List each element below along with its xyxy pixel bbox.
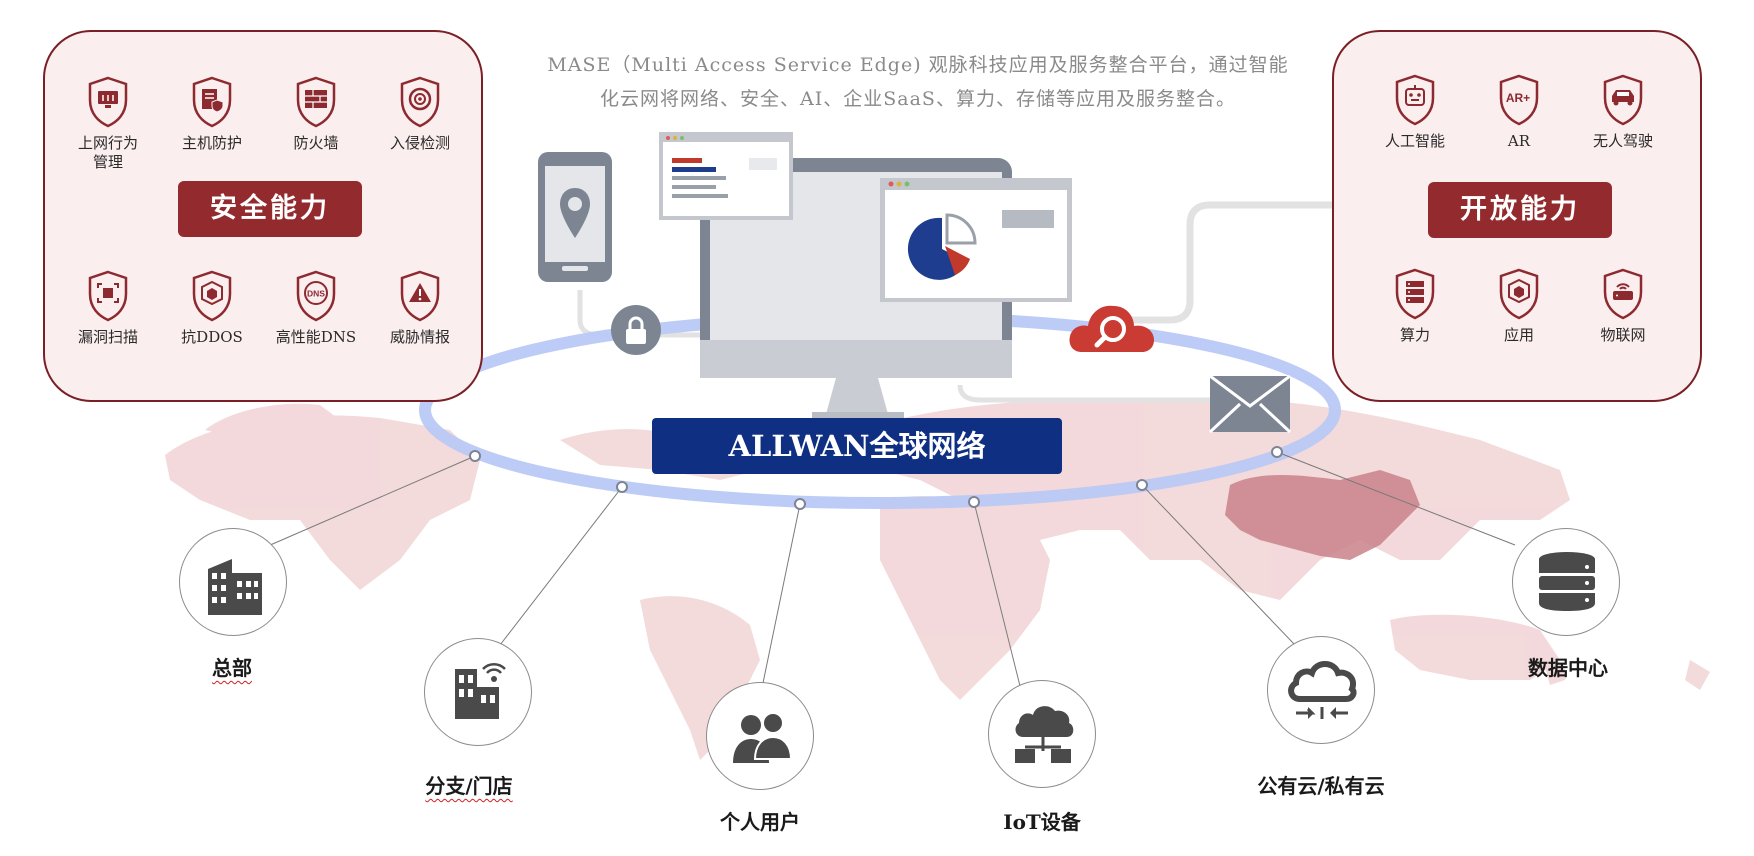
- car-shield-icon: [1603, 74, 1643, 126]
- feature-label: 上网行为 管理: [77, 134, 138, 171]
- feature-label: 无人驾驶: [1592, 132, 1653, 150]
- feature-label: 入侵检测: [389, 134, 450, 152]
- china-region: [1225, 470, 1420, 560]
- node-label: 公有云/私有云: [1257, 774, 1385, 798]
- map-pin-icon: [558, 186, 592, 246]
- node-headquarters[interactable]: [179, 528, 287, 636]
- cube-shield-icon: [192, 270, 232, 322]
- robot-shield-icon: [1395, 74, 1435, 126]
- iot-cloud-icon: [1015, 706, 1074, 763]
- ring-connector-dots: [469, 446, 1283, 510]
- node-label: 分支/门店: [425, 774, 513, 798]
- monitor-shield-icon: [88, 76, 128, 128]
- node-branch-store[interactable]: [424, 638, 532, 746]
- node-data-center[interactable]: [1512, 528, 1620, 636]
- building-icon: [208, 559, 262, 615]
- feature-anti-ddos: 抗DDOS: [160, 270, 264, 347]
- feature-label: AR: [1507, 132, 1531, 150]
- feature-label: 应用: [1503, 326, 1534, 344]
- database-icon: [1539, 552, 1595, 611]
- feature-computing-power: 算力: [1363, 268, 1467, 345]
- platform-description: MASE（Multi Access Service Edge) 观脉科技应用及服…: [528, 48, 1308, 116]
- cloud-search-icon: [1068, 290, 1158, 360]
- feature-high-performance-dns: DNS 高性能DNS: [264, 270, 368, 347]
- app-cube-shield-icon: [1499, 268, 1539, 320]
- open-capability-button[interactable]: 开放能力: [1428, 182, 1612, 238]
- lock-icon: [610, 304, 662, 360]
- firewall-shield-icon: [296, 76, 336, 128]
- feature-ar: AR+ AR: [1467, 74, 1571, 151]
- users-icon: [733, 712, 793, 763]
- feature-label: 防火墙: [293, 134, 339, 152]
- node-iot-devices[interactable]: [988, 680, 1096, 788]
- feature-label: 抗DDOS: [181, 328, 243, 346]
- scan-shield-icon: [88, 270, 128, 322]
- feature-host-protection: 主机防护: [160, 76, 264, 153]
- allwan-network-banner: ALLWAN全球网络: [652, 418, 1062, 474]
- ar-badge-text: AR+: [1506, 91, 1530, 105]
- feature-vulnerability-scan: 漏洞扫描: [56, 270, 160, 347]
- server-shield-icon: [1395, 268, 1435, 320]
- browser-window-right: [880, 178, 1072, 302]
- description-line-2: 化云网将网络、安全、AI、企业SaaS、算力、存储等应用及服务整合。: [600, 88, 1236, 110]
- node-label: 数据中心: [1528, 656, 1608, 680]
- security-capability-button[interactable]: 安全能力: [178, 181, 362, 237]
- feature-artificial-intelligence: 人工智能: [1363, 74, 1467, 151]
- feature-internet-behavior: 上网行为 管理: [56, 76, 160, 172]
- cloud-exchange-icon: [1288, 661, 1357, 719]
- dns-icon-text: DNS: [307, 289, 325, 299]
- feature-label: 漏洞扫描: [77, 328, 138, 346]
- target-shield-icon: [400, 76, 440, 128]
- feature-label: 物联网: [1600, 326, 1646, 344]
- description-line-1: MASE（Multi Access Service Edge) 观脉科技应用及服…: [547, 54, 1289, 76]
- feature-label: 人工智能: [1384, 132, 1445, 150]
- dns-shield-icon: DNS: [296, 270, 336, 322]
- branch-store-icon: [455, 662, 506, 719]
- node-connectors: [267, 451, 1516, 687]
- feature-label: 算力: [1399, 326, 1430, 344]
- feature-label: 高性能DNS: [275, 328, 357, 346]
- feature-applications: 应用: [1467, 268, 1571, 345]
- node-label: 个人用户: [720, 810, 800, 834]
- node-public-private-cloud[interactable]: [1267, 636, 1375, 744]
- feature-label: 主机防护: [181, 134, 242, 152]
- node-personal-users[interactable]: [706, 682, 814, 790]
- warning-shield-icon: [400, 270, 440, 322]
- browser-window-left: [659, 132, 793, 220]
- feature-intrusion-detection: 入侵检测: [368, 76, 472, 153]
- document-shield-icon: [192, 76, 232, 128]
- feature-firewall: 防火墙: [264, 76, 368, 153]
- node-label: IoT设备: [1003, 810, 1081, 834]
- node-label: 总部: [212, 656, 252, 680]
- router-shield-icon: [1603, 268, 1643, 320]
- ar-shield-icon: AR+: [1499, 74, 1539, 126]
- feature-label: 威胁情报: [389, 328, 450, 346]
- feature-autonomous-driving: 无人驾驶: [1571, 74, 1675, 151]
- email-envelope: [1208, 374, 1292, 434]
- feature-threat-intelligence: 威胁情报: [368, 270, 472, 347]
- feature-iot: 物联网: [1571, 268, 1675, 345]
